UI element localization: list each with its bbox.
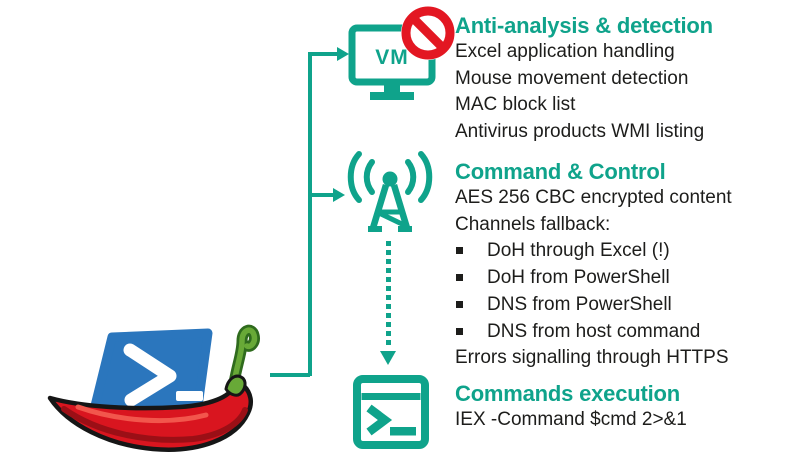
powershell-pepper-logo — [47, 324, 260, 452]
detail-line: Errors signalling through HTTPS — [455, 347, 729, 369]
pepper-shading — [61, 406, 248, 443]
section-title: Command & Control — [455, 159, 666, 184]
detail-line: Mouse movement detection — [455, 67, 689, 89]
terminal-titlebar — [361, 393, 421, 400]
bullet-item: DNS from PowerShell — [455, 292, 805, 319]
vm-blocked-icon: VM — [348, 6, 455, 100]
prohibition-circle — [401, 6, 455, 60]
connector-bottom-horizontal — [270, 373, 310, 377]
monitor-stand — [384, 82, 400, 94]
vm-label: VM — [375, 46, 409, 69]
detail-line: AES 256 CBC encrypted content — [455, 187, 732, 208]
section-title: Commands execution — [455, 381, 681, 406]
arrow-to-vm-icon — [337, 47, 349, 61]
prohibition-slash — [408, 13, 448, 53]
pepper-highlight — [75, 404, 209, 423]
terminal-chevron — [366, 404, 393, 436]
connector-mid-horizontal — [308, 193, 334, 197]
powershell-prompt-icon — [123, 343, 177, 407]
bullet-item: DNS from host command — [455, 319, 805, 346]
antenna-icon — [347, 151, 433, 232]
monitor-base — [370, 92, 414, 100]
terminal-underscore — [390, 427, 416, 436]
section-title: Anti-analysis & detection — [455, 13, 713, 38]
detail-line: Channels fallback: — [455, 213, 611, 235]
pepper-stem — [231, 327, 258, 386]
antenna-head — [382, 171, 398, 187]
terminal-icon — [353, 375, 429, 449]
connector-vertical — [308, 52, 312, 376]
arrow-to-antenna-icon — [333, 188, 345, 202]
detail-line: MAC block list — [455, 94, 576, 116]
section-commands-execution: Commands execution IEX -Command $cmd 2>&… — [455, 380, 805, 434]
detail-line: Excel application handling — [455, 41, 675, 62]
section-anti-analysis: Anti-analysis & detection Excel applicat… — [455, 12, 805, 146]
connector-top-horizontal — [308, 52, 338, 56]
powershell-underscore — [176, 391, 203, 401]
antenna-braces — [377, 209, 406, 228]
antenna-legs — [369, 184, 411, 229]
channels-fallback-list: DoH through Excel (!) DoH from PowerShel… — [455, 238, 805, 345]
bullet-item: DoH through Excel (!) — [455, 238, 805, 265]
section-command-control: Command & Control AES 256 CBC encrypted … — [455, 158, 805, 372]
signal-waves-right — [405, 151, 433, 203]
arrow-to-terminal-icon — [380, 351, 396, 365]
pepper-calyx — [224, 374, 247, 397]
signal-waves-left — [347, 151, 375, 203]
dotted-connector — [386, 241, 391, 349]
detail-line: Antivirus products WMI listing — [455, 121, 705, 143]
bullet-item: DoH from PowerShell — [455, 265, 805, 292]
detail-line: IEX -Command $cmd 2>&1 — [455, 409, 687, 430]
